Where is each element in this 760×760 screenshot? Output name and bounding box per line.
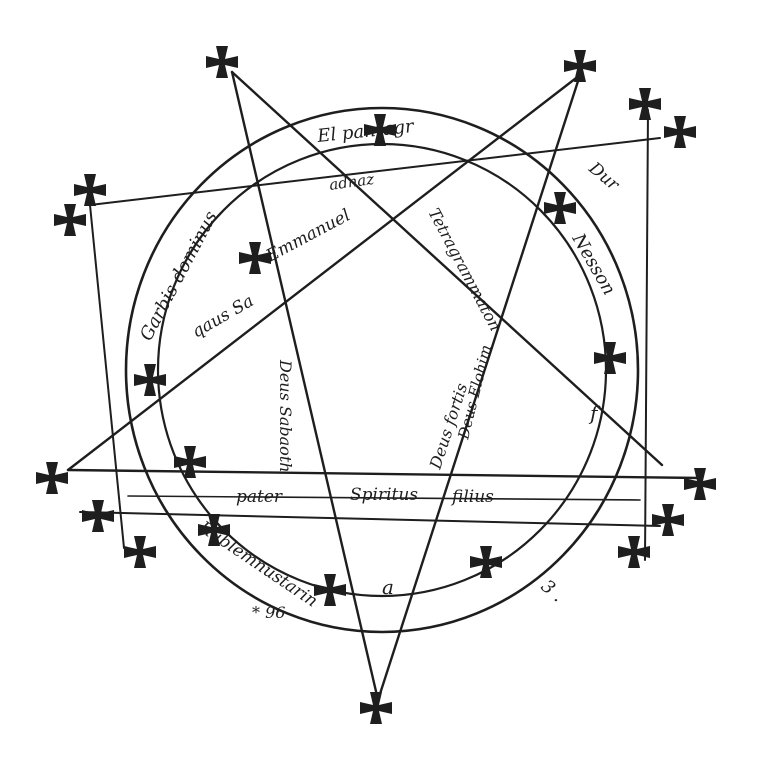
cross-pattee-icon <box>684 468 716 500</box>
inner-text-3: Deus Sabaoth <box>276 359 295 473</box>
cross-pattee-icon <box>74 174 106 206</box>
cross-pattee-icon <box>629 88 661 120</box>
cross-pattee-icon <box>124 536 156 568</box>
cross-pattee-icon <box>134 364 166 396</box>
cross-pattee-icon <box>594 342 626 374</box>
outer-frame <box>79 109 661 561</box>
letter-a: a <box>382 575 394 599</box>
cross-pattee-icon <box>652 504 684 536</box>
crossbar-text-2: filius <box>450 487 494 507</box>
band-text-left-2: Emmanuel <box>262 205 354 266</box>
cross-pattee-icon <box>36 462 68 494</box>
cross-pattee-icon <box>82 500 114 532</box>
cross-pattee-icon <box>664 116 696 148</box>
cross-pattee-icon <box>314 574 346 606</box>
cross-pattee-icon <box>470 546 502 578</box>
crossbar-text-1: pater <box>236 487 283 507</box>
cross-pattee-icon <box>564 50 596 82</box>
band-text-left-3: qaus Sa <box>189 291 258 342</box>
mark-bottom-right: 3 . <box>537 576 568 607</box>
cross-pattee-icon <box>174 446 206 478</box>
cross-pattee-icon <box>54 204 86 236</box>
band-text-right-2: Dur <box>584 158 623 196</box>
cross-pattee-icon <box>360 692 392 724</box>
mark-bottom-left: * 96 <box>252 603 285 622</box>
band-text-bottom-1: Rublemnustarin <box>194 517 321 612</box>
inner-text-1: Tetragrammaton <box>424 205 505 334</box>
pentagram-icon <box>66 70 704 702</box>
crossbar-text-3: Spiritus <box>350 485 418 505</box>
magic-circle-icon <box>124 106 640 634</box>
band-text-top-1: El pantagr <box>315 116 416 147</box>
cross-pattee-icons <box>36 46 716 724</box>
band-text-right-1: Nesson <box>567 229 619 299</box>
band-text-top-2: adnaz <box>328 170 375 194</box>
